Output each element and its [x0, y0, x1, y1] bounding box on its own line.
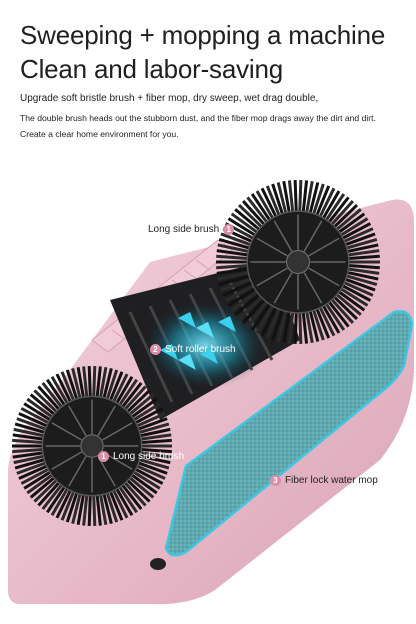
long-side-brush-bottom: [12, 365, 172, 527]
description-line-1: Upgrade soft bristle brush + fiber mop, …: [20, 93, 319, 104]
sweeper-product-image: [8, 179, 414, 605]
headline-line-2: Clean and labor-saving: [20, 54, 283, 84]
callout-number-badge: 3: [270, 475, 281, 486]
fiber-mop-pad: [164, 310, 414, 557]
callout-fiber-lock-water-mop: 3 Fiber lock water mop: [270, 475, 378, 486]
callout-number-badge: 1: [223, 224, 235, 235]
callout-soft-roller-brush: 2 Soft roller brush: [150, 344, 236, 355]
callout-label: Fiber lock water mop: [285, 475, 378, 486]
airflow-arrows-icon: [160, 312, 236, 370]
description-line-2: The double brush heads out the stubborn …: [20, 113, 376, 123]
callout-number-badge: 2: [150, 344, 161, 355]
callout-number-badge: 1: [98, 451, 109, 462]
callout-label: Long side brush: [148, 224, 220, 235]
callout-label: Long side brush: [113, 451, 185, 462]
callout-long-side-brush-bottom: 1 Long side brush: [98, 451, 184, 462]
long-side-brush-top: [216, 179, 380, 345]
description-line-3: Create a clear home environment for you.: [20, 129, 179, 139]
callout-label: Soft roller brush: [165, 344, 236, 355]
headline-line-1: Sweeping + mopping a machine: [20, 20, 386, 50]
callout-long-side-brush-top: Long side brush 1: [148, 224, 235, 235]
